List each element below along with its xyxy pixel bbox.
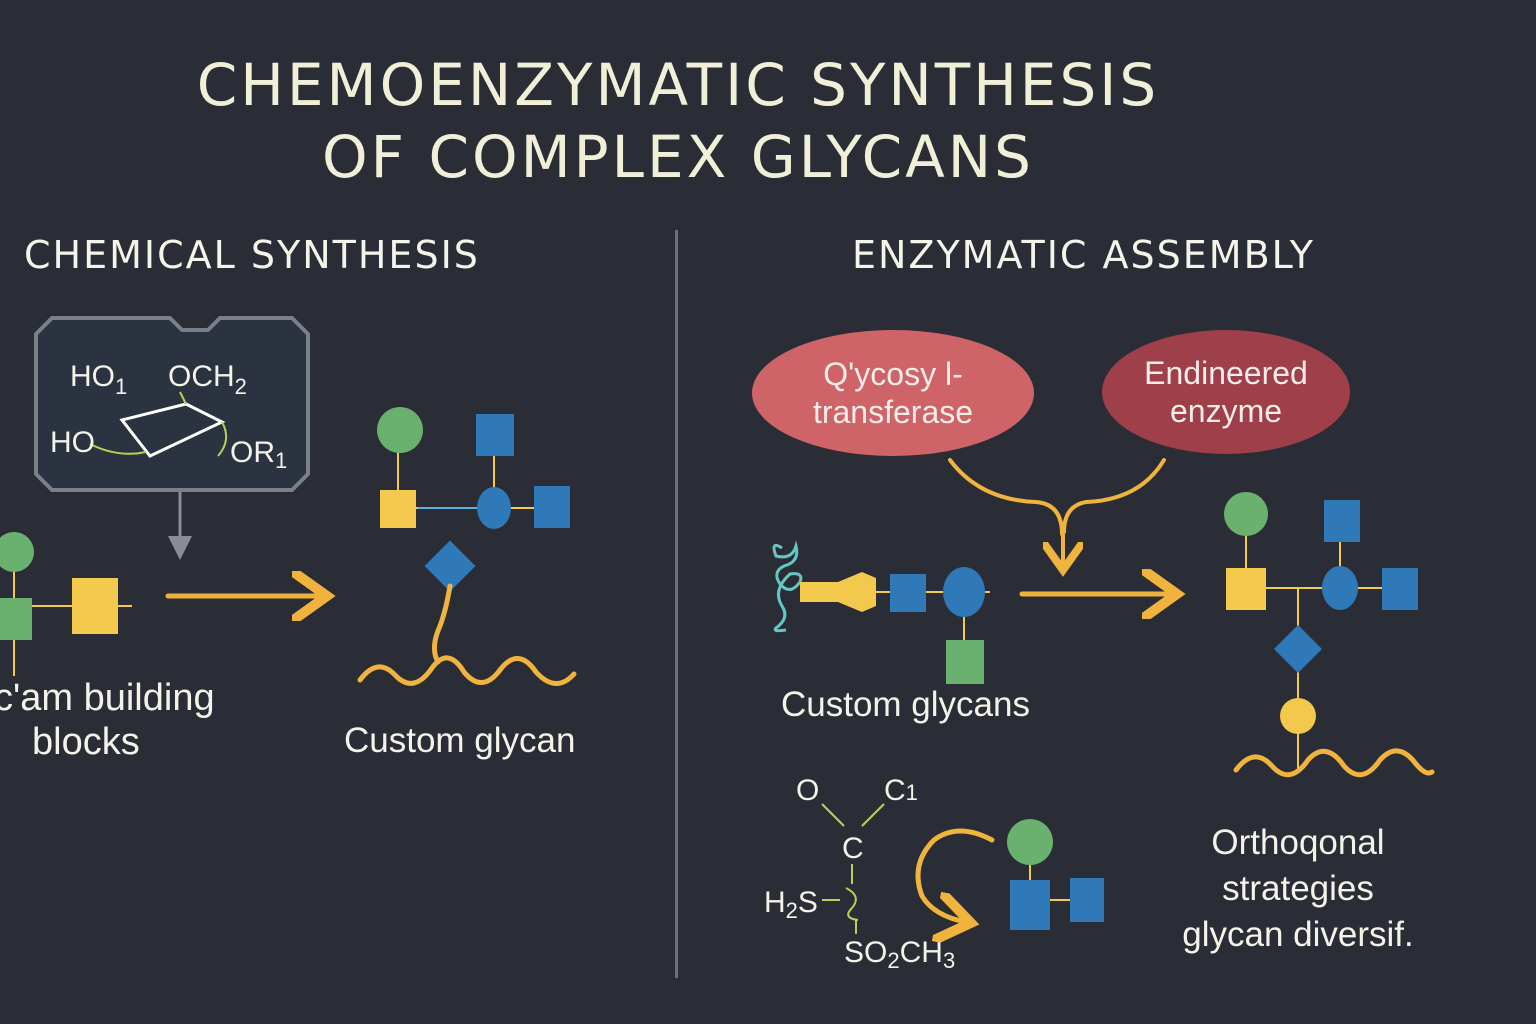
orthogonal-label-line-2: strategies bbox=[1222, 869, 1374, 908]
enzyme-arrow-left bbox=[948, 458, 1064, 536]
orthogonal-label-line-1: Orthoqonal bbox=[1211, 823, 1385, 862]
rg-green-square bbox=[946, 640, 984, 684]
ring-bond-top bbox=[179, 391, 187, 405]
sg-green-circle bbox=[1007, 819, 1053, 865]
rp-blue-square-top bbox=[1324, 500, 1360, 542]
custom-glycan-label: Custom glycan bbox=[344, 721, 576, 760]
ring-bond-left bbox=[89, 443, 147, 455]
sg-blue-square-1 bbox=[1010, 880, 1050, 930]
rp-blue-circle bbox=[1322, 566, 1358, 610]
ring-bond-right bbox=[217, 421, 228, 457]
ho-left-text: HO bbox=[50, 426, 95, 459]
reagent-c-text: C bbox=[842, 832, 864, 865]
rg-blue-circle bbox=[943, 567, 985, 617]
reagent-c1-text: C1 bbox=[884, 774, 918, 807]
page-title-line-1: CHEMOENZYMATIC SYNTHESIS bbox=[196, 51, 1160, 119]
engineered-enzyme-oval: Endineered enzyme bbox=[1102, 330, 1350, 454]
molecule-box bbox=[34, 316, 310, 492]
enzyme-arrow-right bbox=[1062, 458, 1166, 534]
rg-blue-square bbox=[890, 574, 926, 612]
bb-green-square bbox=[0, 598, 32, 640]
enzymatic-assembly-heading: ENZYMATIC ASSEMBLY bbox=[852, 233, 1315, 277]
lg-blue-diamond bbox=[424, 540, 476, 592]
reagent-h2s-text: H2S bbox=[764, 886, 818, 923]
or1-text: OR1 bbox=[230, 436, 287, 473]
reagent-so2ch3-text: SO2CH3 bbox=[844, 936, 955, 973]
rp-protein-wave bbox=[1233, 748, 1435, 778]
lg-blue-square-top bbox=[476, 414, 514, 456]
rp-yellow-square bbox=[1226, 568, 1266, 610]
lg-blue-circle bbox=[477, 487, 511, 529]
enzyme-coil bbox=[772, 540, 803, 633]
rp-yellow-circle bbox=[1280, 698, 1316, 734]
bb-yellow-square bbox=[72, 578, 118, 634]
rp-blue-diamond bbox=[1273, 624, 1323, 674]
sg-blue-square-2 bbox=[1070, 878, 1104, 922]
reagent-o-text: O bbox=[796, 774, 819, 807]
rg-yellow-wedge bbox=[800, 572, 876, 612]
reagent-curved-arrow bbox=[915, 828, 995, 922]
chemical-synthesis-heading: CHEMICAL SYNTHESIS bbox=[24, 233, 480, 277]
lg-protein-linker bbox=[432, 583, 453, 665]
custom-glycans-label: Custom glycans bbox=[781, 685, 1030, 724]
reagent-bond-1 bbox=[821, 803, 845, 827]
rp-blue-square-right bbox=[1382, 568, 1418, 610]
och2-text: OCH2 bbox=[168, 360, 247, 399]
engineered-enzyme-label-line-1: Endineered bbox=[1144, 354, 1308, 391]
lg-protein-wave bbox=[357, 655, 577, 686]
reagent-bond-2 bbox=[861, 803, 885, 827]
glycosyltransferase-oval: Q'ycosy l- transferase bbox=[752, 330, 1034, 456]
panel-divider bbox=[675, 230, 678, 978]
lg-yellow-square bbox=[380, 490, 416, 528]
ho-top-text: HO1 bbox=[70, 360, 127, 399]
lg-green-circle bbox=[377, 407, 423, 453]
page-title-line-2: OF COMPLEX GLYCANS bbox=[322, 123, 1034, 191]
lg-blue-square-right bbox=[534, 486, 570, 528]
rp-green-circle bbox=[1224, 492, 1268, 536]
reagent-hook bbox=[822, 887, 859, 921]
glycosyltransferase-label-line-2: transferase bbox=[812, 394, 974, 430]
building-blocks-label-line-1: c'am building bbox=[0, 677, 215, 719]
orthogonal-label-line-3: glycan diversif. bbox=[1182, 915, 1414, 954]
bb-green-circle bbox=[0, 532, 34, 572]
glycosyltransferase-label-line-1: Q'ycosy l- bbox=[823, 355, 963, 392]
building-blocks-label-line-2: blocks bbox=[32, 721, 140, 763]
engineered-enzyme-label-line-2: enzyme bbox=[1169, 393, 1283, 429]
